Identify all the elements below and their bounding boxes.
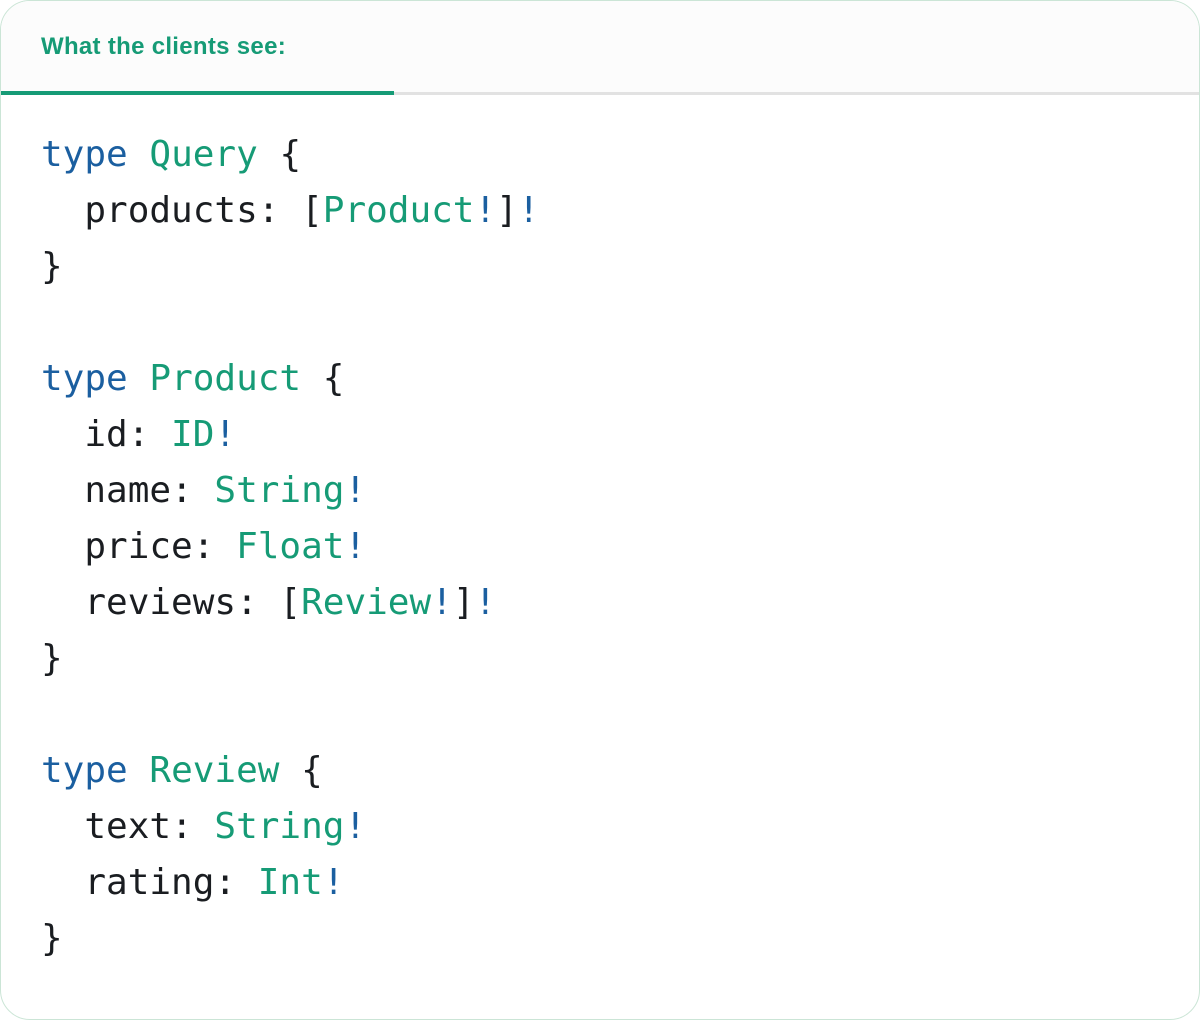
code-line: name: String!	[41, 463, 1159, 519]
code-text	[128, 750, 150, 791]
code-keyword: !	[474, 582, 497, 623]
code-text: {	[279, 750, 323, 791]
graphql-schema-code: type Query { products: [Product!]!} type…	[1, 95, 1199, 967]
code-type-name: ID	[171, 414, 215, 455]
code-keyword: !	[517, 190, 540, 231]
code-type-name: Int	[257, 862, 323, 903]
code-text	[128, 134, 150, 175]
code-line: price: Float!	[41, 519, 1159, 575]
code-type-name: Float	[236, 526, 345, 567]
tab-bar: What the clients see:	[1, 1, 1199, 95]
code-text: {	[257, 134, 302, 175]
code-text: reviews: [	[41, 582, 302, 623]
code-text: products: [	[41, 190, 323, 231]
code-line: }	[41, 911, 1159, 967]
code-type-name: Review	[149, 750, 280, 791]
code-text: }	[41, 918, 63, 959]
code-text: text:	[41, 806, 215, 847]
code-line	[41, 295, 1159, 351]
code-keyword: type	[41, 750, 128, 791]
code-text: rating:	[41, 862, 258, 903]
code-line: type Query {	[41, 127, 1159, 183]
code-text: id:	[41, 414, 172, 455]
code-line: products: [Product!]!	[41, 183, 1159, 239]
code-line: }	[41, 631, 1159, 687]
code-keyword: !	[322, 862, 345, 903]
code-line: rating: Int!	[41, 855, 1159, 911]
code-type-name: Review	[301, 582, 432, 623]
code-line: }	[41, 239, 1159, 295]
code-type-name: Product	[149, 358, 302, 399]
active-tab-indicator	[1, 91, 394, 95]
code-text: ]	[452, 582, 475, 623]
code-type-name: String	[214, 806, 345, 847]
code-type-name: Query	[149, 134, 258, 175]
code-keyword: type	[41, 134, 128, 175]
code-line: text: String!	[41, 799, 1159, 855]
code-type-name: String	[214, 470, 345, 511]
code-type-name: Product	[322, 190, 475, 231]
code-keyword: !	[431, 582, 453, 623]
code-text: price:	[41, 526, 237, 567]
code-keyword: !	[344, 526, 367, 567]
code-text: }	[41, 638, 63, 679]
code-keyword: !	[214, 414, 237, 455]
code-line: type Product {	[41, 351, 1159, 407]
code-line: id: ID!	[41, 407, 1159, 463]
code-text: ]	[496, 190, 518, 231]
code-keyword: !	[344, 470, 367, 511]
tab-what-clients-see[interactable]: What the clients see:	[1, 1, 394, 92]
code-line	[41, 687, 1159, 743]
code-text: }	[41, 246, 63, 287]
code-text	[128, 358, 150, 399]
code-line: reviews: [Review!]!	[41, 575, 1159, 631]
code-keyword: !	[474, 190, 497, 231]
code-keyword: !	[344, 806, 367, 847]
code-text: {	[301, 358, 345, 399]
code-line: type Review {	[41, 743, 1159, 799]
code-keyword: type	[41, 358, 128, 399]
tab-label: What the clients see:	[41, 32, 287, 60]
code-text: name:	[41, 470, 215, 511]
